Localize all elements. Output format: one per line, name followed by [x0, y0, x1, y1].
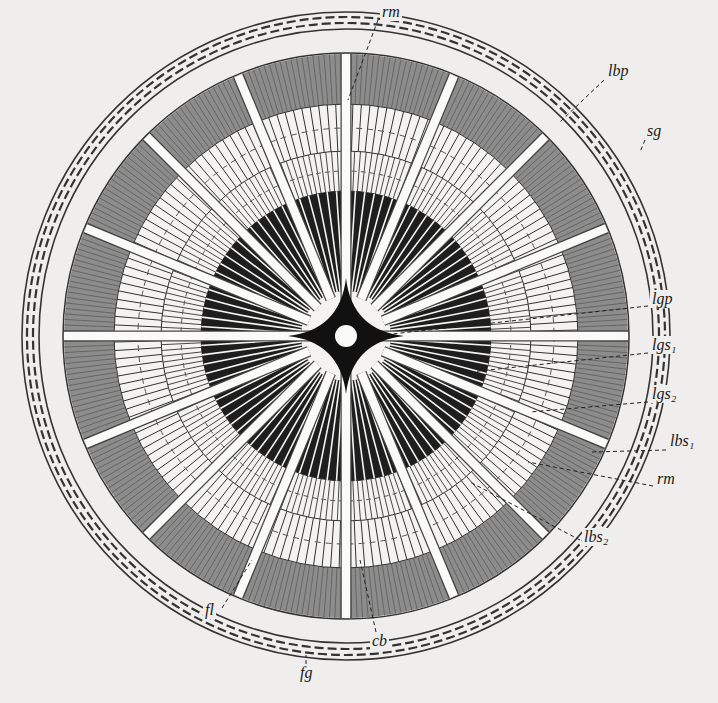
part-label: lbp [606, 62, 630, 80]
part-label: rm [380, 3, 402, 21]
medullary-ray [374, 137, 545, 308]
part-label: lbs₁ [668, 432, 696, 450]
medullary-ray [383, 228, 607, 321]
bark-hatch [64, 54, 628, 618]
part-label: cb [370, 632, 389, 650]
part-label: sg [645, 122, 663, 140]
ray-outline [361, 76, 454, 300]
medullary-ray [147, 364, 318, 535]
ray-outline [86, 228, 310, 321]
ray-outline [238, 76, 331, 300]
medullary-ray [361, 76, 454, 300]
medullary-ray [374, 364, 545, 535]
ray-outline [147, 137, 318, 308]
medullary-ray [238, 76, 331, 300]
part-label: lgs₁ [650, 336, 678, 354]
medullary-ray [361, 373, 454, 597]
medullary-ray [238, 373, 331, 597]
ray-outline [374, 364, 545, 535]
pith-center [335, 325, 357, 347]
ray-outline [383, 228, 607, 321]
ray-outline [361, 373, 454, 597]
leader-lines [222, 20, 666, 664]
stem-outline [63, 53, 629, 619]
ray-outline [147, 364, 318, 535]
part-label: fg [298, 664, 314, 682]
part-label: lgp [650, 290, 674, 308]
ray-outline [383, 351, 607, 444]
part-label: lbs₂ [582, 528, 610, 546]
part-label: lgs₂ [650, 385, 678, 403]
pith-star [288, 278, 404, 394]
ray-outline [86, 351, 310, 444]
medullary-ray [86, 228, 310, 321]
ray-outline [374, 137, 545, 308]
part-label: fl [203, 601, 216, 619]
tissue-disc [63, 53, 629, 619]
medullary-ray [383, 351, 607, 444]
part-label: rm [655, 470, 677, 488]
medullary-ray [86, 351, 310, 444]
medullary-ray [147, 137, 318, 308]
outer-rings [22, 12, 670, 660]
ray-outline [238, 373, 331, 597]
